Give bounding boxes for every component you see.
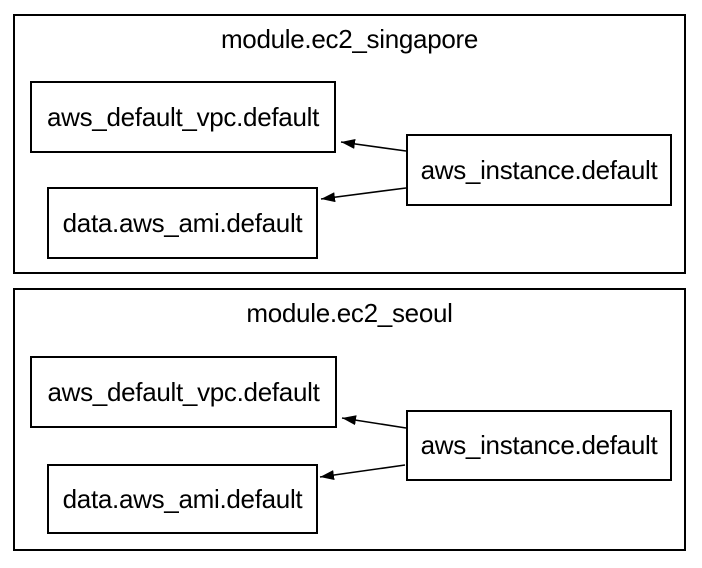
node-label: aws_instance.default xyxy=(420,154,658,185)
node-label: aws_instance.default xyxy=(420,430,658,460)
node-aws-instance: aws_instance.default xyxy=(406,134,672,206)
node-data-aws-ami: data.aws_ami.default xyxy=(47,187,318,259)
module-title: module.ec2_singapore xyxy=(220,24,479,54)
node-aws-instance: aws_instance.default xyxy=(406,410,672,481)
node-label: data.aws_ami.default xyxy=(62,483,303,514)
node-data-aws-ami: data.aws_ami.default xyxy=(47,464,318,534)
node-label: aws_default_vpc.default xyxy=(47,376,320,407)
node-label: aws_default_vpc.default xyxy=(46,101,320,132)
module-container-ec2-singapore: module.ec2_singapore aws_default_vpc.def… xyxy=(13,14,686,274)
module-container-ec2-seoul: module.ec2_seoul aws_default_vpc.default… xyxy=(13,288,686,551)
node-aws-default-vpc: aws_default_vpc.default xyxy=(30,81,336,153)
module-title: module.ec2_seoul xyxy=(246,298,453,328)
node-label: data.aws_ami.default xyxy=(62,207,303,238)
node-aws-default-vpc: aws_default_vpc.default xyxy=(30,356,337,428)
